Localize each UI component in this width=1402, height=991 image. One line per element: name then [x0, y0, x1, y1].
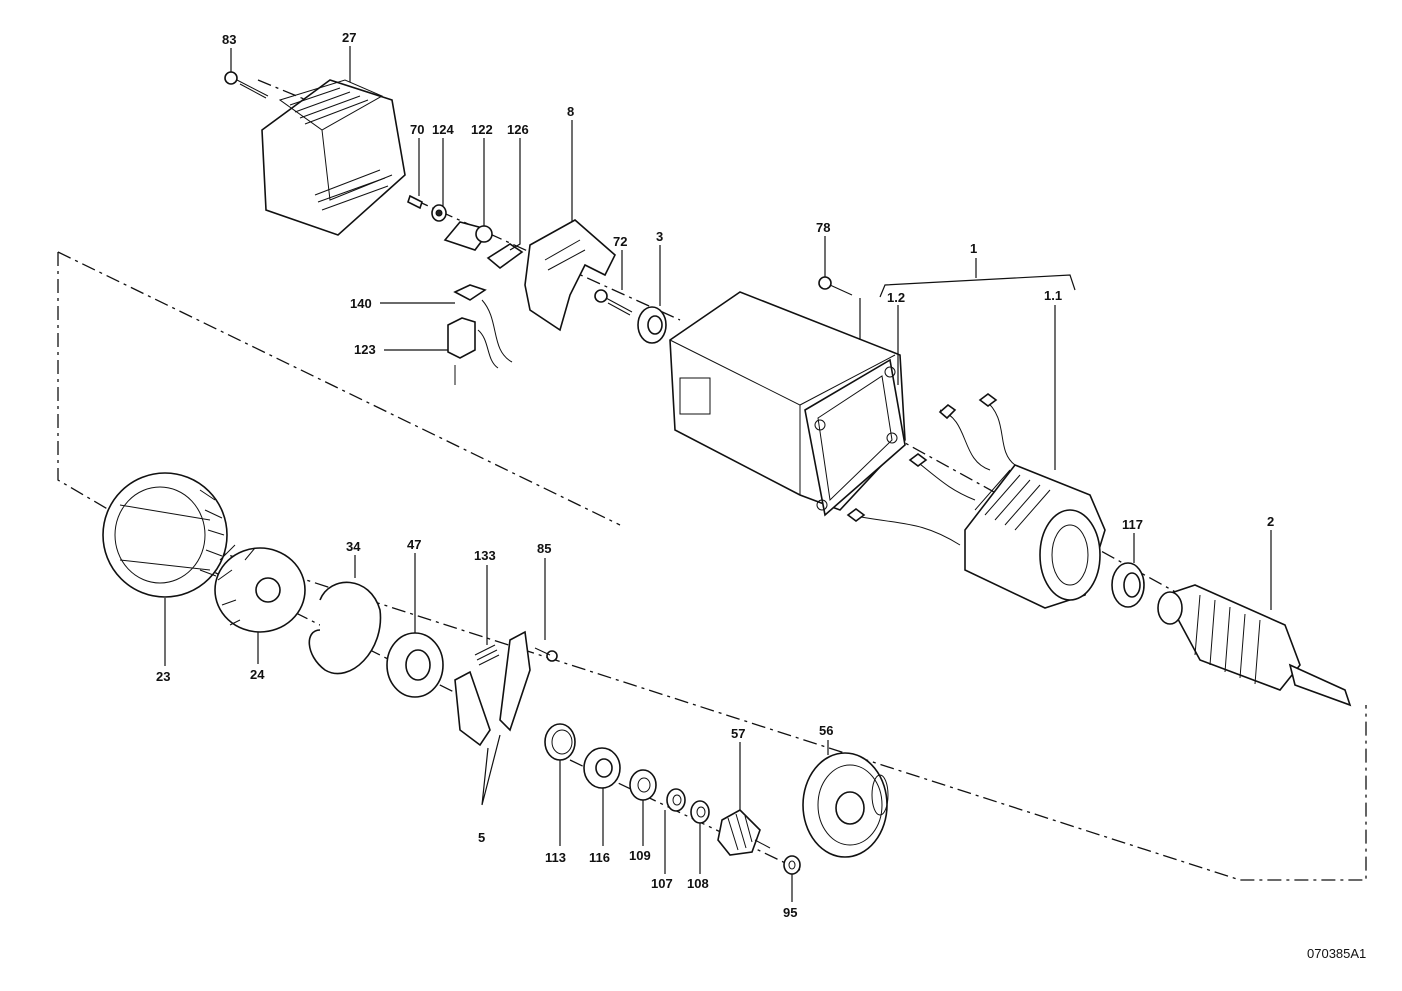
label-126: 126 — [507, 122, 529, 137]
part-1-1-stator — [846, 393, 1106, 609]
label-5: 5 — [478, 830, 485, 845]
label-116: 116 — [589, 850, 610, 865]
label-95: 95 — [783, 905, 797, 920]
part-2-armature — [1157, 584, 1352, 707]
part-123-brush — [447, 317, 499, 385]
part-122-brush-holder — [443, 221, 493, 251]
part-85-screw — [534, 647, 558, 662]
label-108: 108 — [687, 876, 709, 891]
label-56: 56 — [819, 723, 833, 738]
label-72: 72 — [613, 234, 627, 249]
label-107: 107 — [651, 876, 673, 891]
label-27: 27 — [342, 30, 356, 45]
label-3: 3 — [656, 229, 663, 244]
label-123: 123 — [354, 342, 376, 357]
part-27-housing-cap — [261, 79, 406, 236]
part-133-spring — [474, 644, 500, 666]
label-140: 140 — [350, 296, 372, 311]
assembly-axis-lines — [57, 79, 1367, 881]
label-1-2: 1.2 — [887, 290, 905, 305]
part-34-snap-ring — [308, 581, 382, 675]
part-70-screw — [407, 194, 423, 210]
part-1-bracket — [879, 258, 1076, 298]
label-57: 57 — [731, 726, 745, 741]
part-72-screw — [594, 289, 633, 316]
part-117-bearing — [1111, 562, 1145, 608]
part-107-washer — [666, 788, 686, 812]
label-34: 34 — [346, 539, 361, 554]
label-24: 24 — [250, 667, 265, 682]
motor-housing — [669, 291, 906, 517]
part-57-pinion — [717, 809, 771, 856]
label-47: 47 — [407, 537, 421, 552]
part-8-brush-cover — [524, 219, 616, 332]
callout-labels: 83 27 70 124 122 126 8 72 3 78 1 1.2 1.1… — [156, 30, 1274, 920]
label-109: 109 — [629, 848, 651, 863]
part-140-brush — [453, 284, 513, 363]
drawing-code: 070385A1 — [1307, 946, 1366, 961]
part-78-screw — [818, 276, 853, 296]
part-124-nut — [431, 204, 447, 222]
part-5-clutch-arms — [454, 630, 531, 806]
label-122: 122 — [471, 122, 493, 137]
part-113-snap-ring — [544, 723, 576, 761]
label-1-1: 1.1 — [1044, 288, 1062, 303]
label-23: 23 — [156, 669, 170, 684]
label-2: 2 — [1267, 514, 1274, 529]
part-3-bearing — [637, 306, 667, 344]
label-70: 70 — [410, 122, 424, 137]
part-24-gear — [214, 544, 306, 633]
label-85: 85 — [537, 541, 551, 556]
part-56-bevel-gear — [802, 752, 889, 858]
part-95-nut — [783, 855, 801, 875]
part-109-washer — [629, 769, 657, 801]
label-113: 113 — [545, 850, 566, 865]
part-126-plate — [486, 243, 524, 270]
label-83: 83 — [222, 32, 236, 47]
part-47-bearing — [386, 632, 444, 698]
part-23-gear-ring — [102, 472, 228, 598]
part-108-washer — [690, 800, 710, 824]
leader-lines — [164, 46, 1272, 902]
label-117: 117 — [1122, 517, 1143, 532]
label-133: 133 — [474, 548, 496, 563]
part-116-bearing — [583, 747, 621, 789]
label-8: 8 — [567, 104, 574, 119]
label-1: 1 — [970, 241, 977, 256]
label-124: 124 — [432, 122, 454, 137]
label-78: 78 — [816, 220, 830, 235]
part-83-screw — [224, 71, 269, 99]
